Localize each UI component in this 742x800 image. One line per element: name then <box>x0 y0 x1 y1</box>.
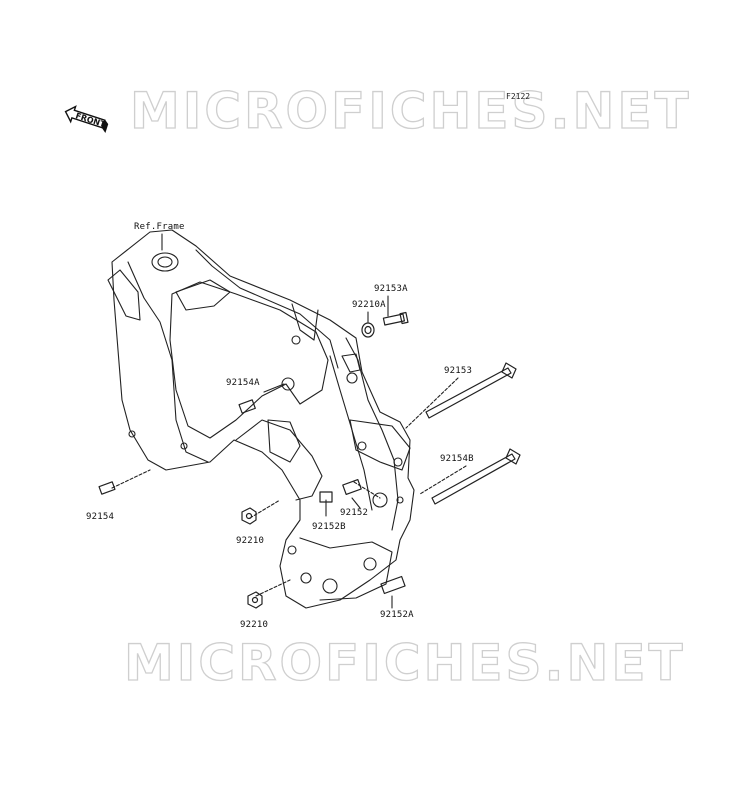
nut-92210-lower <box>247 591 263 609</box>
label-92152A: 92152A <box>380 610 414 620</box>
label-92210-upper: 92210 <box>236 536 265 546</box>
bolt-92154A <box>238 399 256 414</box>
bolt-92153A <box>382 311 409 326</box>
watermark-bottom: MICROFICHES.NET <box>123 633 686 692</box>
bolt-92154 <box>98 481 116 495</box>
label-92154: 92154 <box>86 512 115 522</box>
front-arrow-icon: FRONT <box>64 105 109 133</box>
label-92152B: 92152B <box>312 522 346 532</box>
label-ref-frame: Ref.Frame <box>134 222 185 232</box>
collar-92152 <box>342 478 362 496</box>
label-92153: 92153 <box>444 366 473 376</box>
watermark-top: MICROFICHES.NET <box>129 81 692 140</box>
label-92152: 92152 <box>340 508 369 518</box>
label-92210A: 92210A <box>352 300 386 310</box>
label-92154A: 92154A <box>226 378 260 388</box>
nut-92210-upper <box>241 507 257 525</box>
front-label: FRONT <box>74 111 106 129</box>
label-92153A: 92153A <box>374 284 408 294</box>
diagram-code: F2122 <box>506 92 531 101</box>
bolt-92154B <box>431 448 521 505</box>
label-92154B: 92154B <box>440 454 474 464</box>
collar-92152A <box>380 575 406 595</box>
label-92210-lower: 92210 <box>240 620 269 630</box>
bolt-92153 <box>425 362 517 419</box>
frame-outline <box>111 229 415 609</box>
collar-92152B <box>319 491 333 503</box>
nut-92210A <box>361 322 375 338</box>
